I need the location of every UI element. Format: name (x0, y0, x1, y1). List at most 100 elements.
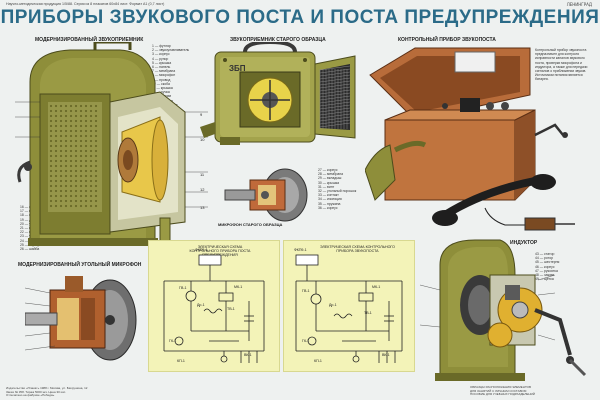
schematic-label-gv: ГВ-1 (179, 286, 187, 290)
top-caption: Научно-методическая продукция 1/5/88. Се… (6, 2, 165, 6)
grille-hole (64, 134, 68, 138)
grille-hole (79, 164, 83, 168)
legend-item: 48 — зажим (535, 273, 554, 278)
grille-hole (79, 104, 83, 108)
legend-item: 9 — провод (152, 77, 171, 82)
grille-hole (49, 194, 53, 198)
grille-hole (69, 129, 73, 133)
grille-hole (74, 114, 78, 118)
grille-hole (74, 159, 78, 163)
grille-hole (64, 144, 68, 148)
callout-9: 9 (200, 112, 203, 117)
grille-hole (54, 194, 58, 198)
grille-hole (89, 134, 93, 138)
grille-hole (79, 114, 83, 118)
legend-item: 3 — корпус (152, 52, 170, 57)
page-title: ПРИБОРЫ ЗВУКОВОГО ПОСТА И ПОСТА ПРЕДУПРЕ… (0, 7, 600, 28)
grille-hole (89, 169, 93, 173)
legend-item: 10 — скоба (152, 81, 170, 86)
grille-hole (84, 129, 88, 133)
grille-hole (79, 204, 83, 208)
grille-hole (84, 114, 88, 118)
grille-hole (64, 104, 68, 108)
grille-hole (84, 134, 88, 138)
grille-hole (94, 144, 98, 148)
grille-hole (79, 119, 83, 123)
legend-item: 8 — микрофон (152, 73, 176, 78)
legend-item: 30 — крышка (318, 180, 340, 185)
grille-hole (84, 184, 88, 188)
grille-hole (74, 129, 78, 133)
grille-hole (54, 199, 58, 203)
mesh-line (319, 116, 351, 122)
inductor-illustration (420, 239, 587, 381)
grille-hole (49, 189, 53, 193)
grille-hole (74, 174, 78, 178)
grille-hole (69, 174, 73, 178)
grille-hole (64, 124, 68, 128)
grille-hole (84, 159, 88, 163)
grille-hole (74, 184, 78, 188)
grille-hole (59, 159, 63, 163)
grille-hole (74, 179, 78, 183)
legend-item: 22 — винт (20, 230, 37, 235)
legend-item: 26 — шайба (20, 247, 40, 252)
callout-11: 11 (200, 172, 205, 177)
schematic-diagram-warning (163, 254, 265, 363)
grille-hole (64, 169, 68, 173)
grille-hole (59, 119, 63, 123)
grille-hole (49, 149, 53, 153)
grille-hole (89, 109, 93, 113)
grille-hole (69, 134, 73, 138)
legend-item: 5 — крышка (152, 60, 172, 65)
grille-hole (69, 114, 73, 118)
mesh-line (319, 107, 351, 113)
grille-hole (49, 179, 53, 183)
grille-hole (79, 109, 83, 113)
grille-hole (59, 154, 63, 158)
legend-item: 32 — угольный порошок (318, 189, 357, 194)
grille-hole (89, 179, 93, 183)
callout-10: 10 (200, 137, 205, 142)
grille-hole (69, 109, 73, 113)
grille-hole (79, 169, 83, 173)
grille-hole (59, 129, 63, 133)
legend-item: 29 — вкладыш (318, 176, 342, 181)
grille-hole (89, 199, 93, 203)
schematic-label-vk: ВК-1 (244, 353, 252, 357)
grille-hole (49, 164, 53, 168)
grille-hole (64, 129, 68, 133)
schematic-label-top: ФКП9-1 (294, 248, 307, 252)
callout-13: 13 (200, 205, 205, 210)
grille-hole (84, 154, 88, 158)
grille-hole (49, 104, 53, 108)
schematic-label-tv: ТВ-1 (227, 307, 235, 311)
grille-hole (94, 179, 98, 183)
grille-hole (54, 104, 58, 108)
grille-hole (59, 149, 63, 153)
grille-hole (79, 159, 83, 163)
grille-hole (74, 154, 78, 158)
grille-hole (94, 184, 98, 188)
grille-hole (84, 109, 88, 113)
footer-right: ОБРАЗЦЫ РАСПОЛОЖЕНИЯ ЭЛЕМЕНТОВ ДЛЯ ЗАНЯТ… (470, 385, 535, 397)
grille-hole (94, 149, 98, 153)
grille-hole (54, 154, 58, 158)
legend-item: 33 — контакт (318, 193, 339, 198)
schematic-diagram-soundpost (295, 254, 403, 363)
grille-hole (49, 109, 53, 113)
loudspeaker-illustration (15, 42, 208, 249)
section-title-loudspeaker: МОДЕРНИЗИРОВАННЫЙ ЗВУКОПРИЕМНИК (35, 37, 144, 43)
grille-hole (74, 164, 78, 168)
mesh-line (319, 101, 351, 107)
mesh-line (319, 122, 351, 128)
grille-hole (49, 174, 53, 178)
grille-hole (64, 199, 68, 203)
grille-hole (94, 109, 98, 113)
grille-hole (74, 109, 78, 113)
grille-hole (64, 204, 68, 208)
old-receiver-illustration (200, 42, 356, 145)
grille-hole (59, 179, 63, 183)
grille-hole (74, 139, 78, 143)
grille-hole (94, 119, 98, 123)
